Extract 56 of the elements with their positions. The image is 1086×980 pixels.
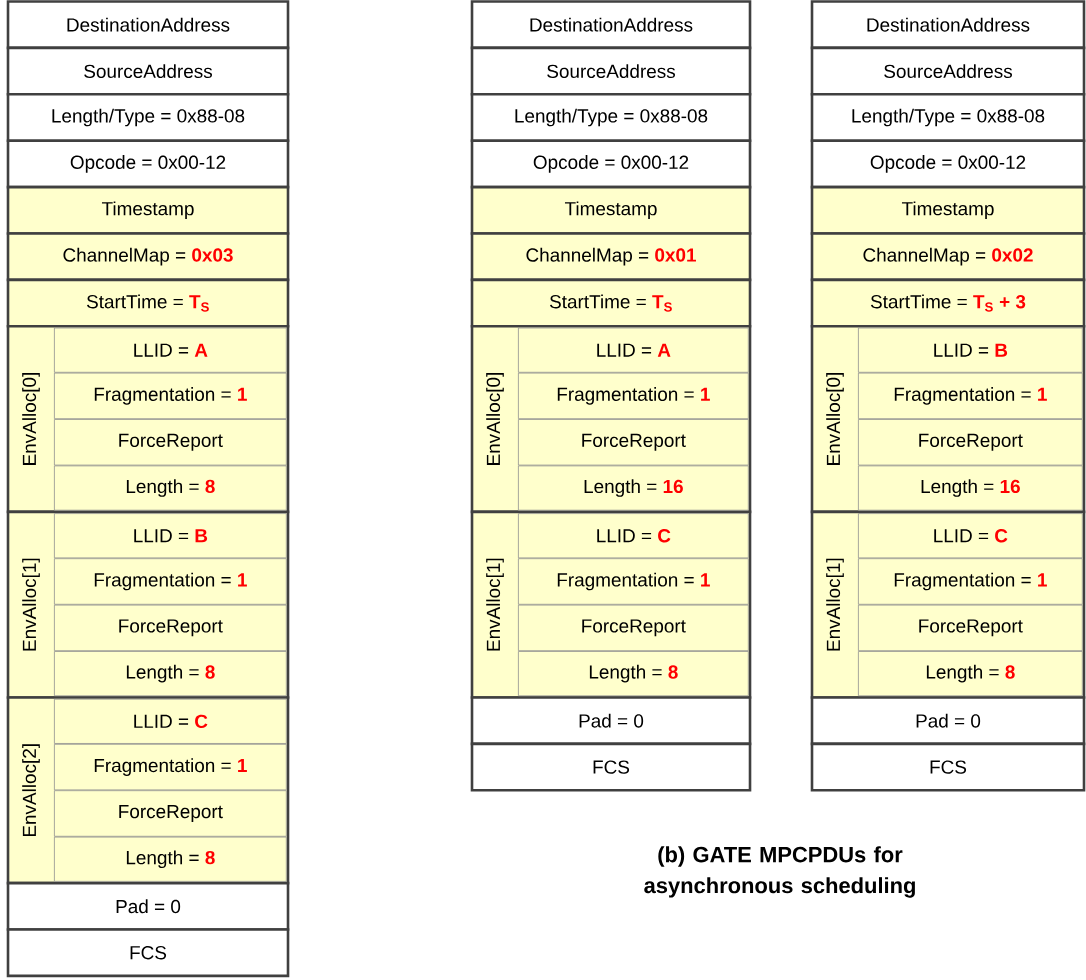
field-box: ChannelMap = 0x01 [470, 232, 752, 282]
field-box: Opcode = 0x00-12 [810, 139, 1086, 189]
field-cell: Length = 8 [54, 465, 287, 511]
field-box: Timestamp [470, 185, 752, 235]
field-box: DestinationAddress [470, 0, 752, 50]
field-cell: ForceReport [858, 419, 1083, 466]
field-cell: LLID = C [858, 513, 1083, 559]
field-box: SourceAddress [6, 46, 290, 96]
field-box: StartTime = T$_{S}$ [470, 278, 752, 328]
field-cell: Fragmentation = 1 [518, 372, 749, 420]
field-cell: ForceReport [54, 790, 287, 837]
field-cell: Length = 8 [54, 651, 287, 697]
field-cell: Length = 16 [858, 465, 1083, 511]
field-box: SourceAddress [470, 46, 752, 96]
field-box: FCS [810, 742, 1086, 792]
field-box: ChannelMap = 0x03 [6, 232, 290, 282]
field-box: FCS [6, 928, 290, 978]
field-box: Timestamp [810, 185, 1086, 235]
field-cell: LLID = C [518, 513, 749, 559]
field-cell: Fragmentation = 1 [858, 558, 1083, 605]
field-cell: LLID = A [518, 327, 749, 373]
field-cell: Length = 8 [518, 651, 749, 697]
field-cell: ForceReport [518, 419, 749, 466]
field-cell: Fragmentation = 1 [858, 372, 1083, 420]
field-cell: LLID = C [54, 698, 287, 744]
field-box: FCS [470, 742, 752, 792]
field-box: Length/Type = 0x88-08 [470, 93, 752, 142]
field-cell: ForceReport [518, 604, 749, 652]
caption: (b) GATE MPCPDUs for asynchronous scheduling [644, 846, 915, 898]
field-cell: Length = 8 [54, 836, 287, 882]
field-cell: Length = 8 [858, 651, 1083, 697]
field-box: Pad = 0 [6, 881, 290, 931]
field-cell: LLID = B [858, 327, 1083, 373]
field-cell: LLID = A [54, 327, 287, 373]
field-box: DestinationAddress [810, 0, 1086, 50]
field-cell: Length = 16 [518, 465, 749, 511]
field-box: StartTime = T$_{S}$ + 3 [810, 278, 1086, 328]
field-cell: ForceReport [54, 604, 287, 652]
field-cell: Fragmentation = 1 [518, 558, 749, 605]
field-box: Length/Type = 0x88-08 [810, 93, 1086, 142]
field-box: Opcode = 0x00-12 [470, 139, 752, 189]
field-cell: Fragmentation = 1 [54, 372, 287, 420]
field-box: StartTime = T$_{S}$ [6, 278, 290, 328]
field-cell: Fragmentation = 1 [54, 743, 287, 791]
field-box: Length/Type = 0x88-08 [6, 93, 290, 142]
field-box: Timestamp [6, 185, 290, 235]
field-box: ChannelMap = 0x02 [810, 232, 1086, 282]
field-box: SourceAddress [810, 46, 1086, 96]
field-cell: ForceReport [858, 604, 1083, 652]
field-cell: LLID = B [54, 513, 287, 559]
field-box: Pad = 0 [810, 696, 1086, 746]
field-box: Pad = 0 [470, 696, 752, 746]
field-box: DestinationAddress [6, 0, 290, 50]
field-box: Opcode = 0x00-12 [6, 139, 290, 189]
field-cell: ForceReport [54, 419, 287, 466]
field-cell: Fragmentation = 1 [54, 558, 287, 605]
